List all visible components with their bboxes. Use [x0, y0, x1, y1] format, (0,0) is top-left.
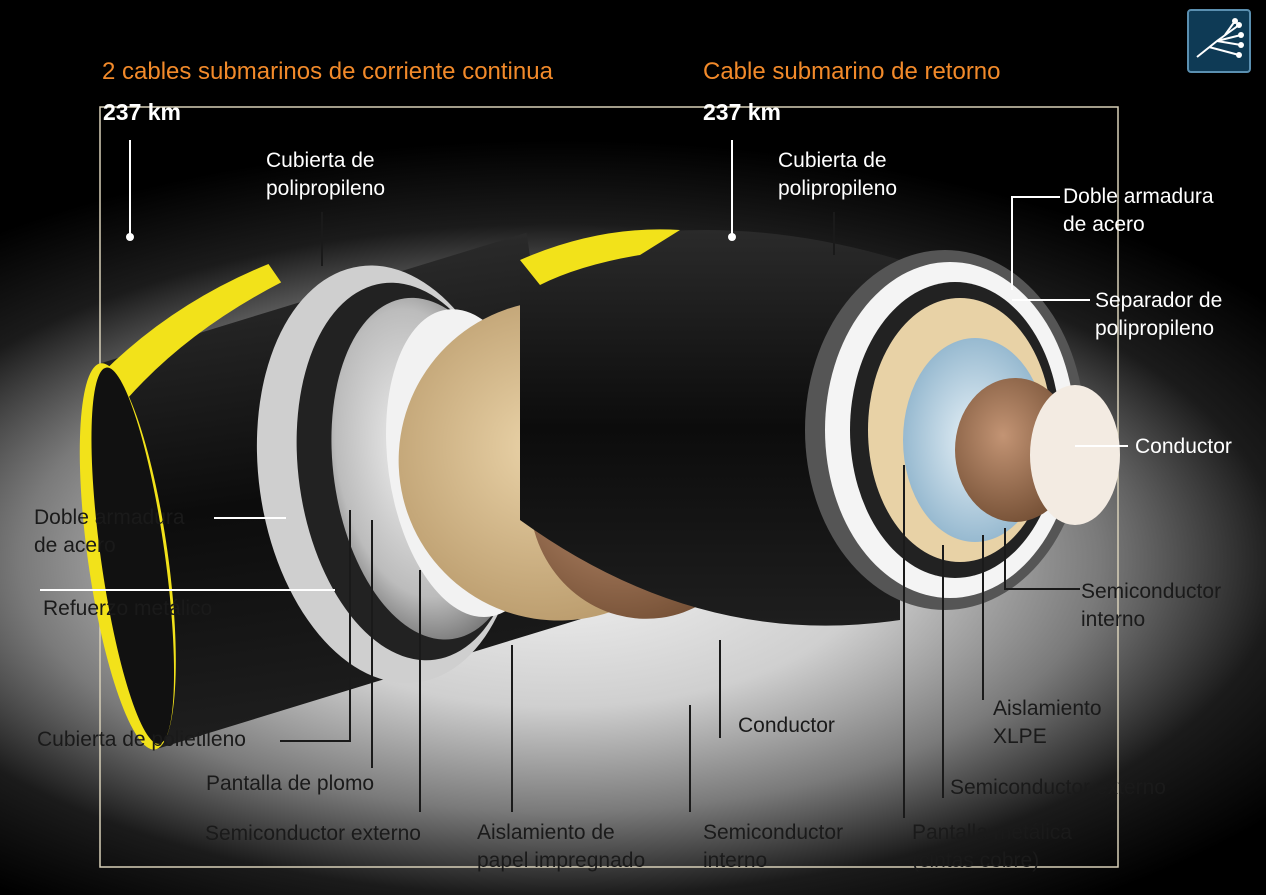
right-label-aislamiento-xlpe: Aislamiento XLPE [993, 697, 1102, 748]
left-stripe [102, 263, 282, 401]
left-label-semiconductor-externo: Semiconductor externo [205, 822, 421, 845]
left-label-semiconductor-interno: Semiconductor interno [703, 821, 844, 872]
right-label-semiconductor-externo: Semiconductor externo [950, 776, 1166, 799]
left-cable-title: 2 cables submarinos de corriente continu… [102, 58, 553, 85]
right-cable-length: 237 km [703, 99, 782, 125]
right-label-doble-armadura: Doble armadura de acero [1063, 185, 1214, 236]
left-label-refuerzo-metalico: Refuerzo metálico [43, 597, 213, 620]
left-label-pantalla-plomo: Pantalla de plomo [206, 772, 375, 795]
left-label-cubierta-polipropileno: Cubierta de polipropileno [266, 149, 386, 200]
left-km-dot [126, 233, 134, 241]
right-stripe [520, 229, 680, 285]
right-jacket [520, 230, 900, 626]
leader-lines-white [40, 140, 1128, 591]
right-label-separador: Separador de polipropileno [1095, 289, 1223, 340]
right-label-pantalla-metalica: Pantalla metálica (cintas cobre) [912, 821, 1072, 872]
right-cable [520, 229, 1120, 626]
left-label-cubierta-polietileno: Cubierta de polietileno [37, 728, 246, 751]
right-cable-title: Cable submarino de retorno [703, 58, 1001, 85]
left-label-doble-armadura: Doble armadura de acero [34, 506, 185, 557]
right-label-semiconductor-interno: Semiconductor interno [1081, 580, 1222, 631]
network-tree-icon [1187, 9, 1251, 73]
left-label-aislamiento-papel: Aislamiento de papel impregnado [477, 821, 646, 872]
leader-lines-dark [280, 212, 1080, 818]
right-label-cubierta-polipropileno: Cubierta de polipropileno [778, 149, 898, 200]
right-km-dot [728, 233, 736, 241]
right-label-conductor: Conductor [1135, 435, 1232, 458]
left-label-conductor: Conductor [738, 714, 835, 737]
left-cable-length: 237 km [103, 99, 182, 125]
right-conductor-face [1030, 385, 1120, 525]
